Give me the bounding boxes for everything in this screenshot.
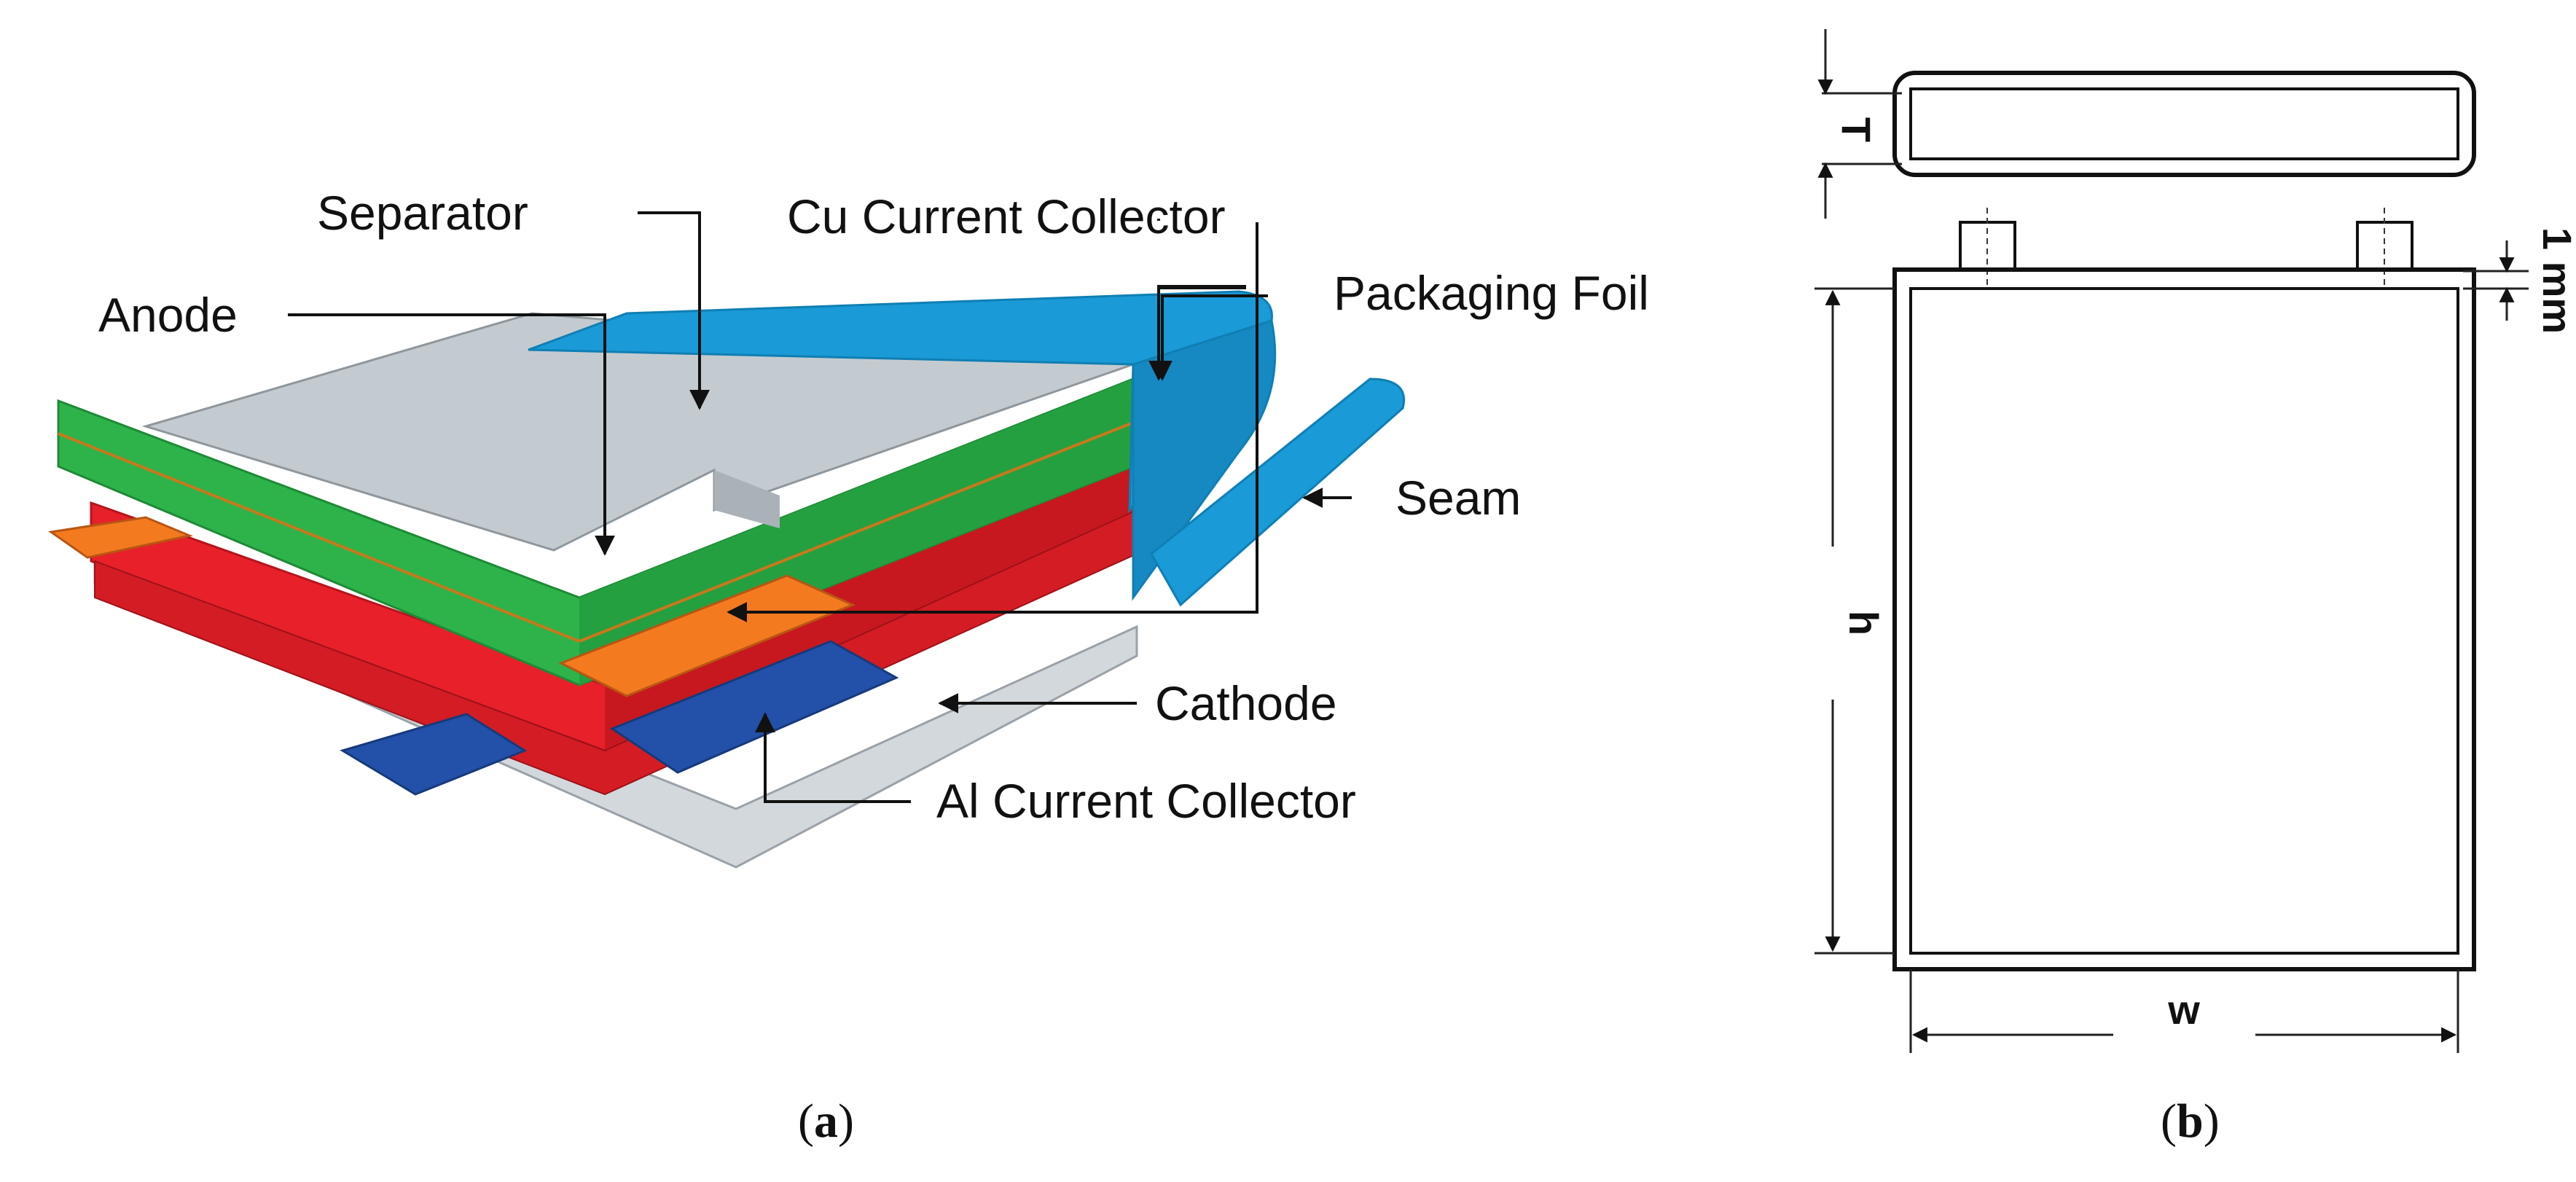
al-current-collector-tab: [340, 713, 528, 796]
label-al-current-collector: Al Current Collector: [936, 774, 1356, 828]
label-cu-current-collector: Cu Current Collector: [787, 189, 1226, 243]
dim-label-tab-offset: 1 mm: [2534, 227, 2576, 334]
cell-side-view-outer: [1892, 71, 2476, 177]
label-seam: Seam: [1395, 471, 1521, 525]
cathode-side-face: [605, 452, 1137, 751]
separator-notch-face: [714, 470, 780, 528]
al-current-collector-strip: [609, 640, 899, 774]
cell-front-view-inner: [1909, 287, 2459, 955]
anode-cu-foil-line: [58, 432, 580, 643]
label-packaging-foil: Packaging Foil: [1334, 266, 1649, 320]
caption-a: (a): [798, 1095, 854, 1148]
panel-b-drawing: [1814, 29, 2529, 1053]
dim-label-width: w: [2167, 987, 2200, 1033]
cell-side-view-inner: [1909, 87, 2459, 160]
packaging-foil-edge: [1132, 319, 1277, 601]
cu-current-collector-tab-left: [48, 516, 194, 559]
dim-label-thickness: T: [1833, 117, 1879, 142]
packaging-foil-seam: [1150, 377, 1405, 607]
caption-b: (b): [2161, 1095, 2220, 1148]
label-anode: Anode: [98, 288, 238, 342]
caption-a-letter: a: [814, 1095, 838, 1148]
caption-b-letter: b: [2177, 1095, 2204, 1148]
cu-current-collector-strip: [558, 574, 856, 697]
dim-label-height: h: [1841, 611, 1887, 635]
panel-a-illustration: [48, 211, 1405, 869]
label-separator: Separator: [317, 186, 528, 240]
label-cathode: Cathode: [1155, 676, 1337, 730]
cell-front-view-outer: [1892, 267, 2476, 971]
anode-cu-foil-line-right: [579, 421, 1134, 643]
